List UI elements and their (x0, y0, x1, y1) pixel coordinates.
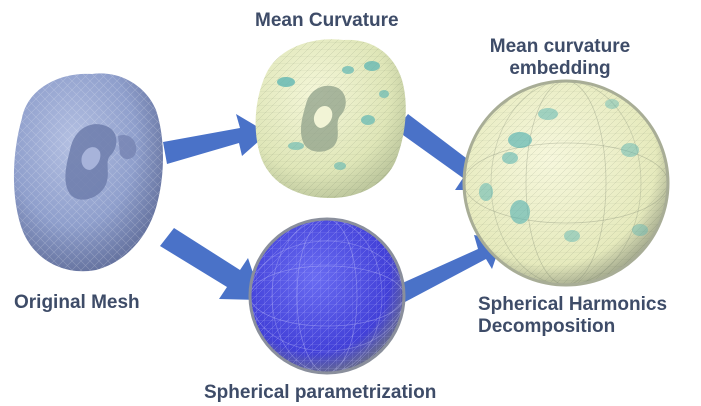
spherical-harmonics-line1: Spherical Harmonics (478, 294, 667, 316)
original-mesh-image (14, 73, 163, 271)
spherical-harmonics-label: Spherical Harmonics Decomposition (478, 294, 667, 338)
spherical-parametrization-label: Spherical parametrization (204, 382, 436, 404)
mean-curvature-embedding-line2: embedding (470, 58, 650, 80)
mean-curvature-label: Mean Curvature (255, 10, 399, 32)
mean-curvature-embedding-line1: Mean curvature (470, 36, 650, 58)
mean-curvature-embedding-label: Mean curvature embedding (470, 36, 650, 80)
arrow-original-to-param (160, 228, 262, 300)
arrow-original-to-curvature (163, 114, 268, 164)
spherical-parametrization-image (250, 219, 404, 373)
spherical-harmonics-line2: Decomposition (478, 316, 667, 338)
mean-curvature-image (256, 39, 406, 198)
mean-curvature-embedding-image (464, 81, 668, 285)
original-mesh-label: Original Mesh (14, 292, 140, 314)
